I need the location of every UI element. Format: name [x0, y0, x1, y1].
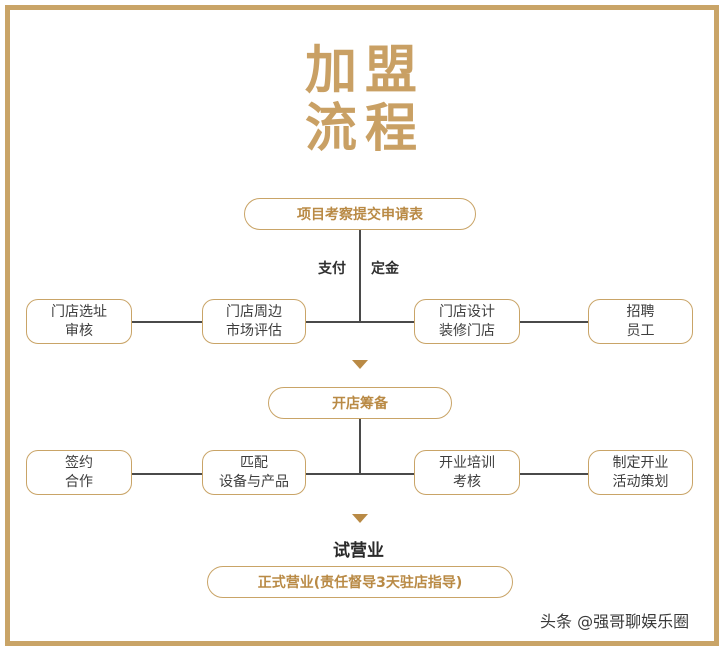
title-line-2: 流程	[304, 98, 425, 159]
node-opening-campaign: 制定开业 活动策划	[588, 450, 693, 495]
connector-row2-right	[520, 473, 588, 475]
connector-vertical-2	[359, 419, 361, 474]
title-line-1: 加盟	[304, 40, 425, 101]
node-equipment-matching: 匹配 设备与产品	[202, 450, 306, 495]
connector-row1-center	[306, 321, 414, 323]
node-contract-signing: 签约 合作	[26, 450, 132, 495]
label-deposit: 定金	[371, 261, 399, 277]
arrow-down-2	[352, 514, 368, 523]
connector-row1-left	[132, 321, 202, 323]
connector-vertical-1	[359, 230, 361, 322]
node-recruitment: 招聘 员工	[588, 299, 693, 344]
step-official-opening: 正式营业(责任督导3天驻店指导)	[207, 566, 513, 598]
connector-row2-left	[132, 473, 202, 475]
connector-row2-center	[306, 473, 414, 475]
node-site-selection: 门店选址 审核	[26, 299, 132, 344]
step-opening-preparation: 开店筹备	[268, 387, 452, 419]
node-market-assessment: 门店周边 市场评估	[202, 299, 306, 344]
label-pay: 支付	[318, 261, 346, 277]
label-trial-operation: 试营业	[333, 541, 384, 561]
arrow-down-1	[352, 360, 368, 369]
connector-row1-right	[520, 321, 588, 323]
step-project-inspection: 项目考察提交申请表	[244, 198, 476, 230]
watermark: 头条 @强哥聊娱乐圈	[540, 612, 690, 631]
node-store-design: 门店设计 装修门店	[414, 299, 520, 344]
node-opening-training: 开业培训 考核	[414, 450, 520, 495]
page-border	[5, 5, 719, 646]
